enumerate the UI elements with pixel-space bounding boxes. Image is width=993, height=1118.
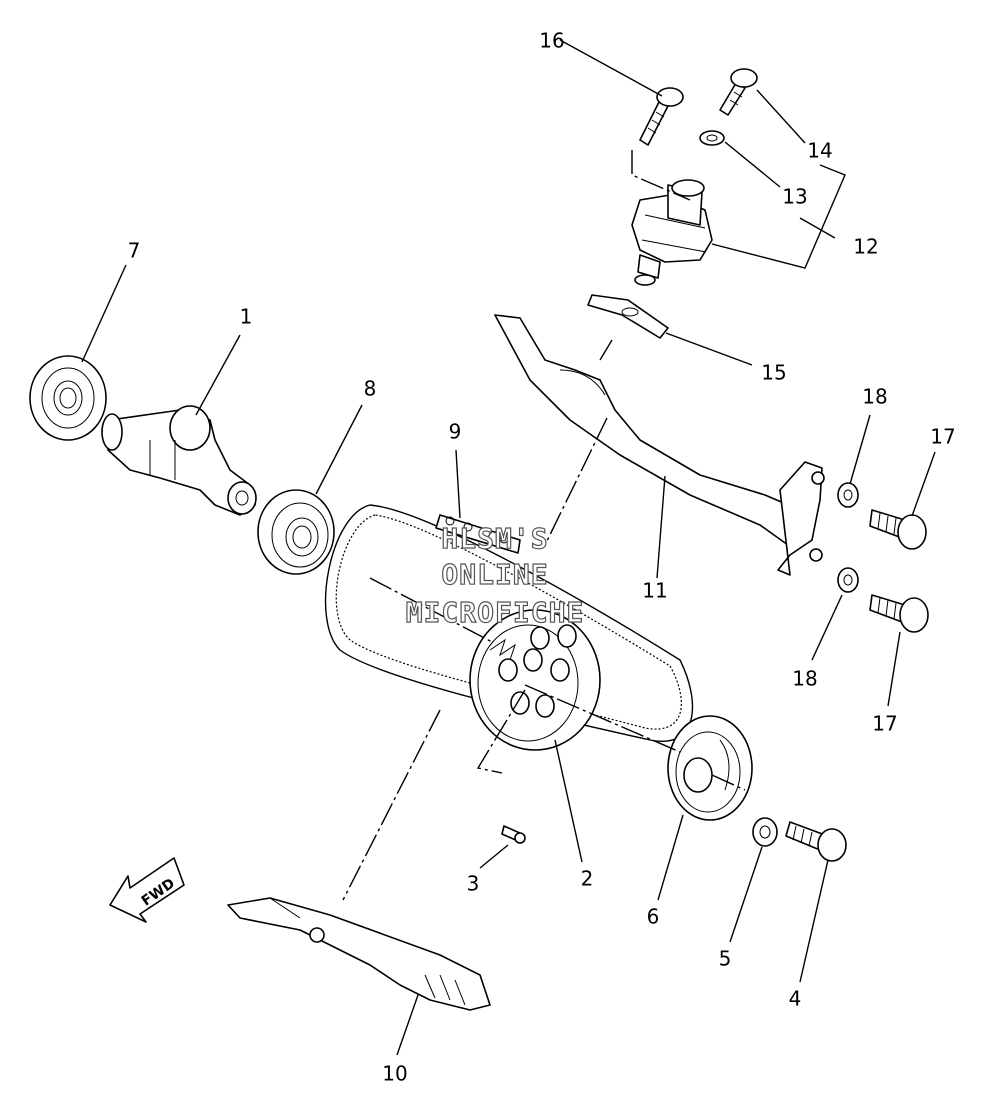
chain-guide-part-11	[494, 314, 825, 576]
watermark: HLSM'S ONLINE MICROFICHE	[405, 521, 585, 629]
callout-1: 1	[240, 305, 253, 329]
bearing-part-7	[29, 355, 107, 441]
callout-5: 5	[719, 947, 732, 971]
callout-18-lower: 18	[792, 667, 817, 691]
chain-guide-part-10	[227, 897, 491, 1011]
callout-15: 15	[761, 361, 786, 385]
callout-3: 3	[467, 872, 480, 896]
watermark-line-3: MICROFICHE	[406, 596, 585, 629]
timing-chain	[324, 504, 694, 742]
callout-14: 14	[807, 139, 832, 163]
callout-16: 16	[539, 29, 564, 53]
bolt-part-4	[785, 821, 847, 862]
cam-sprocket-part-2	[469, 609, 601, 751]
camshaft-part-1	[101, 405, 257, 516]
washer-part-18-lower	[837, 567, 859, 593]
bolt-part-17-upper	[869, 509, 927, 550]
watermark-line-1: HLSM'S	[441, 522, 548, 555]
callout-6: 6	[647, 905, 660, 929]
callout-12: 12	[853, 235, 878, 259]
assembly-lines	[342, 150, 746, 901]
callout-7: 7	[128, 239, 141, 263]
link-part-9	[435, 514, 521, 554]
bolt-part-17-lower	[869, 594, 929, 633]
callout-18-upper: 18	[862, 385, 887, 409]
callout-4: 4	[789, 987, 802, 1011]
washer-part-5	[752, 817, 778, 847]
callout-9: 9	[449, 420, 462, 444]
callout-2: 2	[581, 867, 594, 891]
bolt-part-14	[719, 68, 758, 116]
callout-numbers: 7 1 8 9 16 14 13 12 15 18 17 11 18 17 3 …	[128, 29, 956, 1086]
bolt-part-16	[639, 87, 684, 146]
callout-17-lower: 17	[872, 712, 897, 736]
callout-13: 13	[782, 185, 807, 209]
watermark-line-2: ONLINE	[441, 558, 548, 591]
gasket-part-13	[699, 130, 725, 146]
gasket-part-15	[587, 294, 669, 339]
washer-part-18-upper	[837, 482, 859, 508]
bearing-part-8	[257, 489, 335, 575]
callout-11: 11	[642, 579, 667, 603]
tensioner-part-12	[631, 179, 713, 286]
fwd-arrow: FWD	[109, 857, 185, 923]
callout-10: 10	[382, 1062, 407, 1086]
callout-leaders	[81, 39, 936, 1056]
callout-8: 8	[364, 377, 377, 401]
dowel-pin-part-3	[501, 825, 526, 844]
plate-part-6	[667, 715, 753, 821]
callout-17-upper: 17	[930, 425, 955, 449]
